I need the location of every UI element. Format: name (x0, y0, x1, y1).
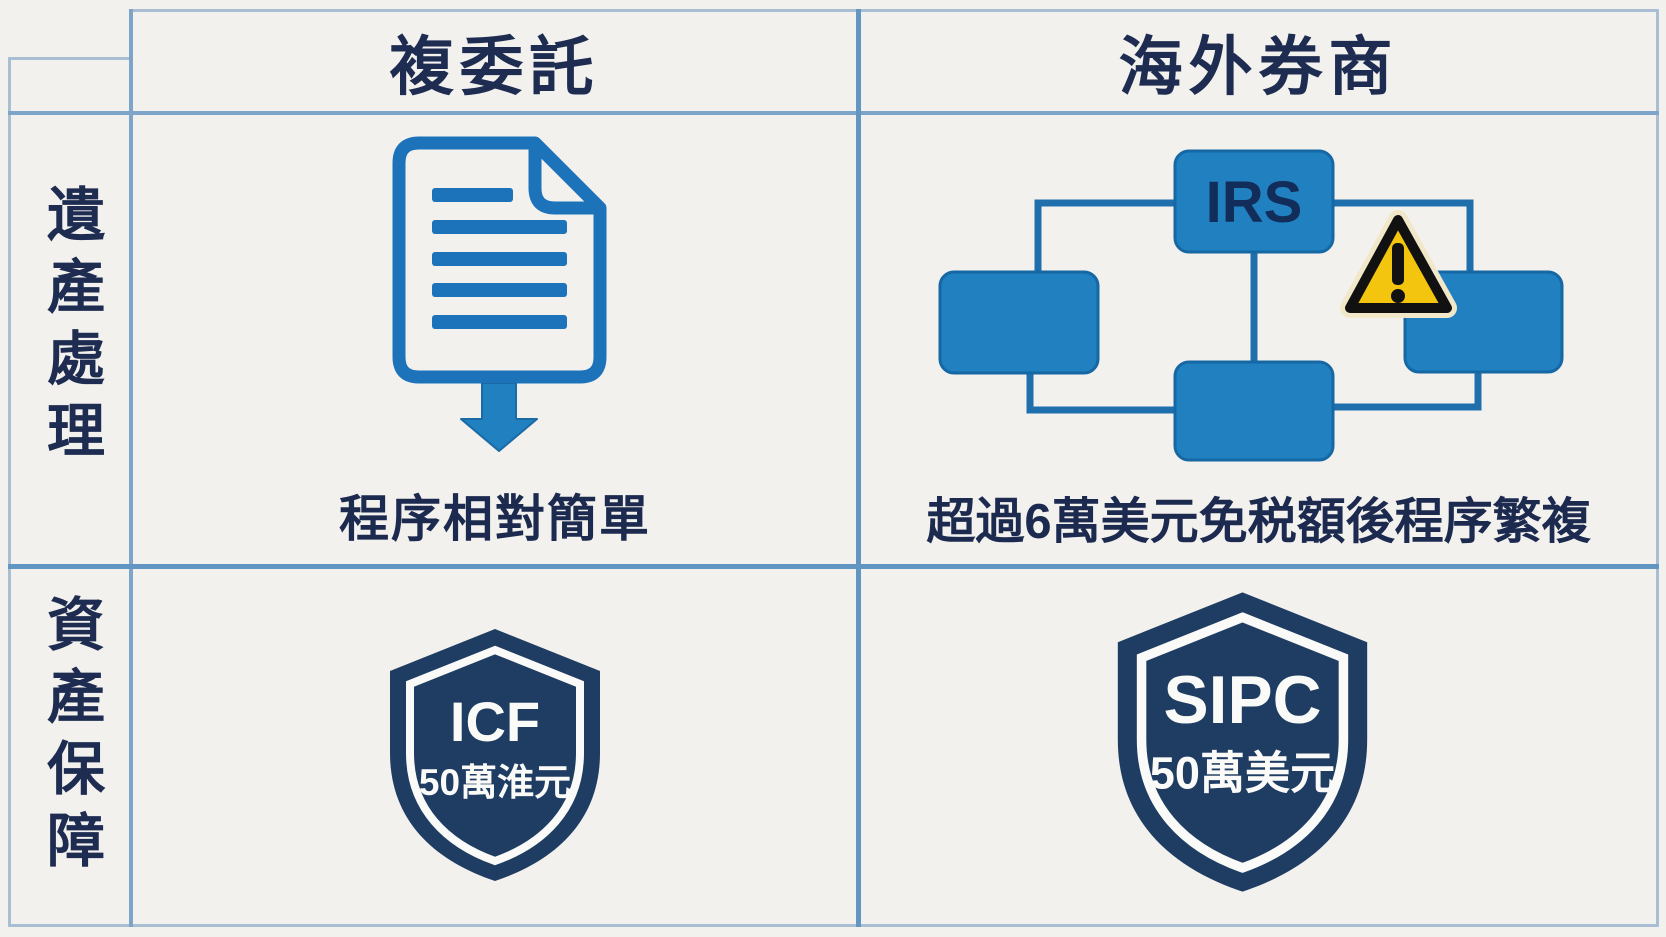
document-icon (392, 136, 607, 384)
sipc-amount-label: 50萬美元 (1150, 747, 1336, 798)
irs-box-label: IRS (1206, 170, 1303, 235)
column-header-sub-brokerage-label: 複委託 (389, 30, 600, 103)
icf-shield-icon: ICF 50萬淮元 (390, 629, 600, 881)
header-row-divider (8, 111, 1659, 115)
icf-org-label: ICF (450, 690, 540, 753)
middle-row-divider (8, 564, 1659, 569)
table-border-left (8, 57, 11, 927)
sipc-org-label: SIPC (1164, 663, 1322, 738)
icf-amount-label: 50萬淮元 (419, 762, 571, 803)
row-header-asset-protection: 資產保障 (14, 578, 126, 898)
column-header-overseas-broker-label: 海外券商 (1118, 30, 1399, 103)
sipc-shield-icon: SIPC 50萬美元 (1117, 592, 1368, 892)
center-column-divider (856, 9, 861, 927)
flowchart-bottom-box (1173, 360, 1335, 462)
row-header-estate-handling: 遺產處理 (14, 178, 126, 478)
column-header-sub-brokerage: 複委託 (133, 14, 856, 109)
irs-flowchart: IRS (938, 149, 1564, 462)
estate-overseas-caption: 超過6萬美元免税額後程序繁複 (861, 482, 1656, 552)
estate-sub-brokerage-caption: 程序相對簡單 (180, 480, 810, 550)
estate-sub-brokerage-caption-text: 程序相對簡單 (339, 491, 651, 547)
column-header-overseas-broker: 海外券商 (861, 14, 1656, 109)
flowchart-left-box (938, 270, 1100, 375)
row-header-asset-protection-label: 資產保障 (38, 594, 103, 882)
table-border-bottom (8, 924, 1659, 927)
table-border-top (129, 9, 1659, 12)
label-column-divider (129, 9, 133, 927)
table-border-right (1656, 9, 1659, 927)
irs-box: IRS (1173, 149, 1335, 254)
estate-overseas-caption-text: 超過6萬美元免税額後程序繁複 (926, 494, 1591, 549)
down-arrow-icon (460, 383, 538, 452)
label-column-top-border (8, 57, 133, 60)
row-header-estate-handling-label: 遺產處理 (38, 184, 103, 472)
warning-triangle-icon (1340, 210, 1457, 318)
